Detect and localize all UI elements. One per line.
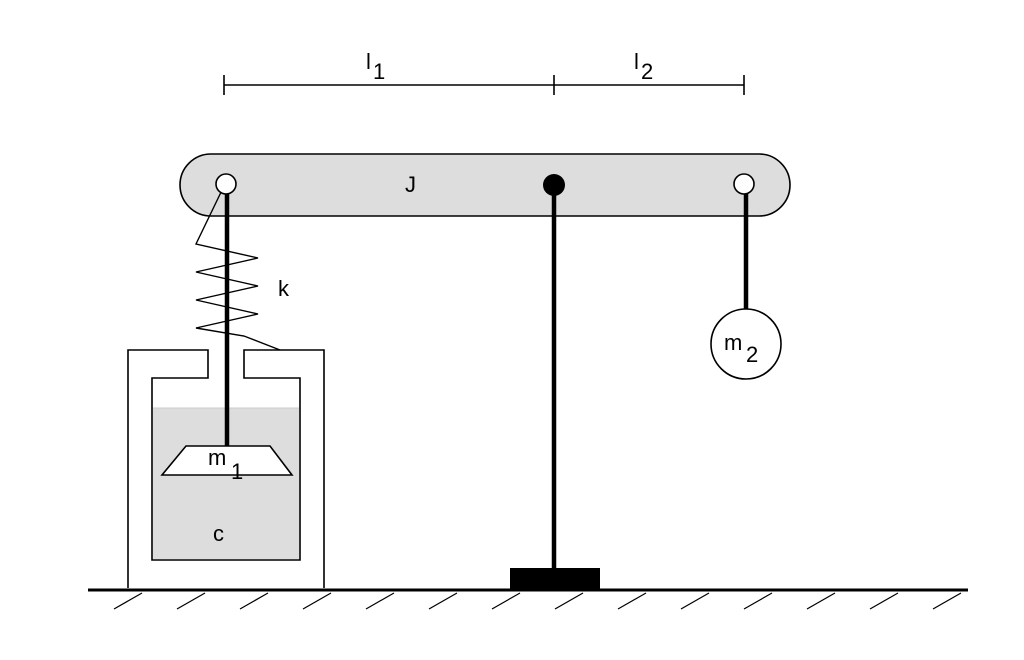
damper-outer-wall: [127, 349, 325, 588]
ground-hatch-mark: [176, 592, 206, 610]
fulcrum-pivot: [543, 174, 565, 196]
ground-hatch-mark: [428, 592, 458, 610]
ground-hatch-mark: [743, 592, 773, 610]
label-l2-subscript: 2: [641, 59, 653, 84]
label-l2: l: [634, 49, 639, 74]
label-m2-subscript: 2: [746, 342, 758, 367]
ground-hatching: [113, 592, 962, 610]
label-J: J: [405, 172, 416, 197]
ground-hatch-mark: [113, 592, 143, 610]
ground-hatch-mark: [491, 592, 521, 610]
mass-m1: [160, 445, 294, 476]
ground-hatch-mark: [554, 592, 584, 610]
label-c: c: [213, 521, 224, 546]
lever-beam: [179, 153, 791, 217]
label-k: k: [278, 276, 290, 301]
ground-hatch-mark: [869, 592, 899, 610]
support-base: [510, 568, 600, 589]
label-m1-subscript: 1: [231, 459, 243, 484]
pivot-right: [733, 173, 755, 195]
pivot-left: [215, 173, 237, 195]
label-m1: m: [208, 445, 226, 470]
ground-hatch-mark: [680, 592, 710, 610]
damper-housing: [127, 349, 325, 588]
label-m2: m: [724, 330, 742, 355]
ground-hatch-mark: [617, 592, 647, 610]
mass-m2: [710, 308, 782, 380]
ground-hatch-mark: [365, 592, 395, 610]
ground-hatch-mark: [932, 592, 962, 610]
ground-hatch-mark: [239, 592, 269, 610]
dimension-lines: [223, 75, 745, 95]
label-l1: l: [366, 49, 371, 74]
ground-hatch-mark: [302, 592, 332, 610]
label-l1-subscript: 1: [373, 59, 385, 84]
ground-hatch-mark: [806, 592, 836, 610]
